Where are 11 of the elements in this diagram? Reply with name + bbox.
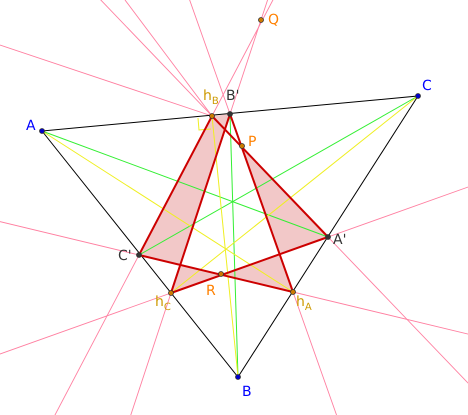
point-label: A' <box>333 232 346 248</box>
point-label: h$_{B}$ <box>203 88 219 109</box>
point-label: C' <box>118 248 132 264</box>
point-label: A <box>26 118 36 134</box>
point-label: P <box>248 134 256 150</box>
point-label: Q <box>268 12 280 28</box>
point-label: R <box>206 283 216 299</box>
point-label: h$_{C}$ <box>155 294 171 315</box>
point-label: C <box>422 78 432 94</box>
point-label: h$_{A}$ <box>296 294 312 315</box>
point-label: B <box>242 384 252 400</box>
